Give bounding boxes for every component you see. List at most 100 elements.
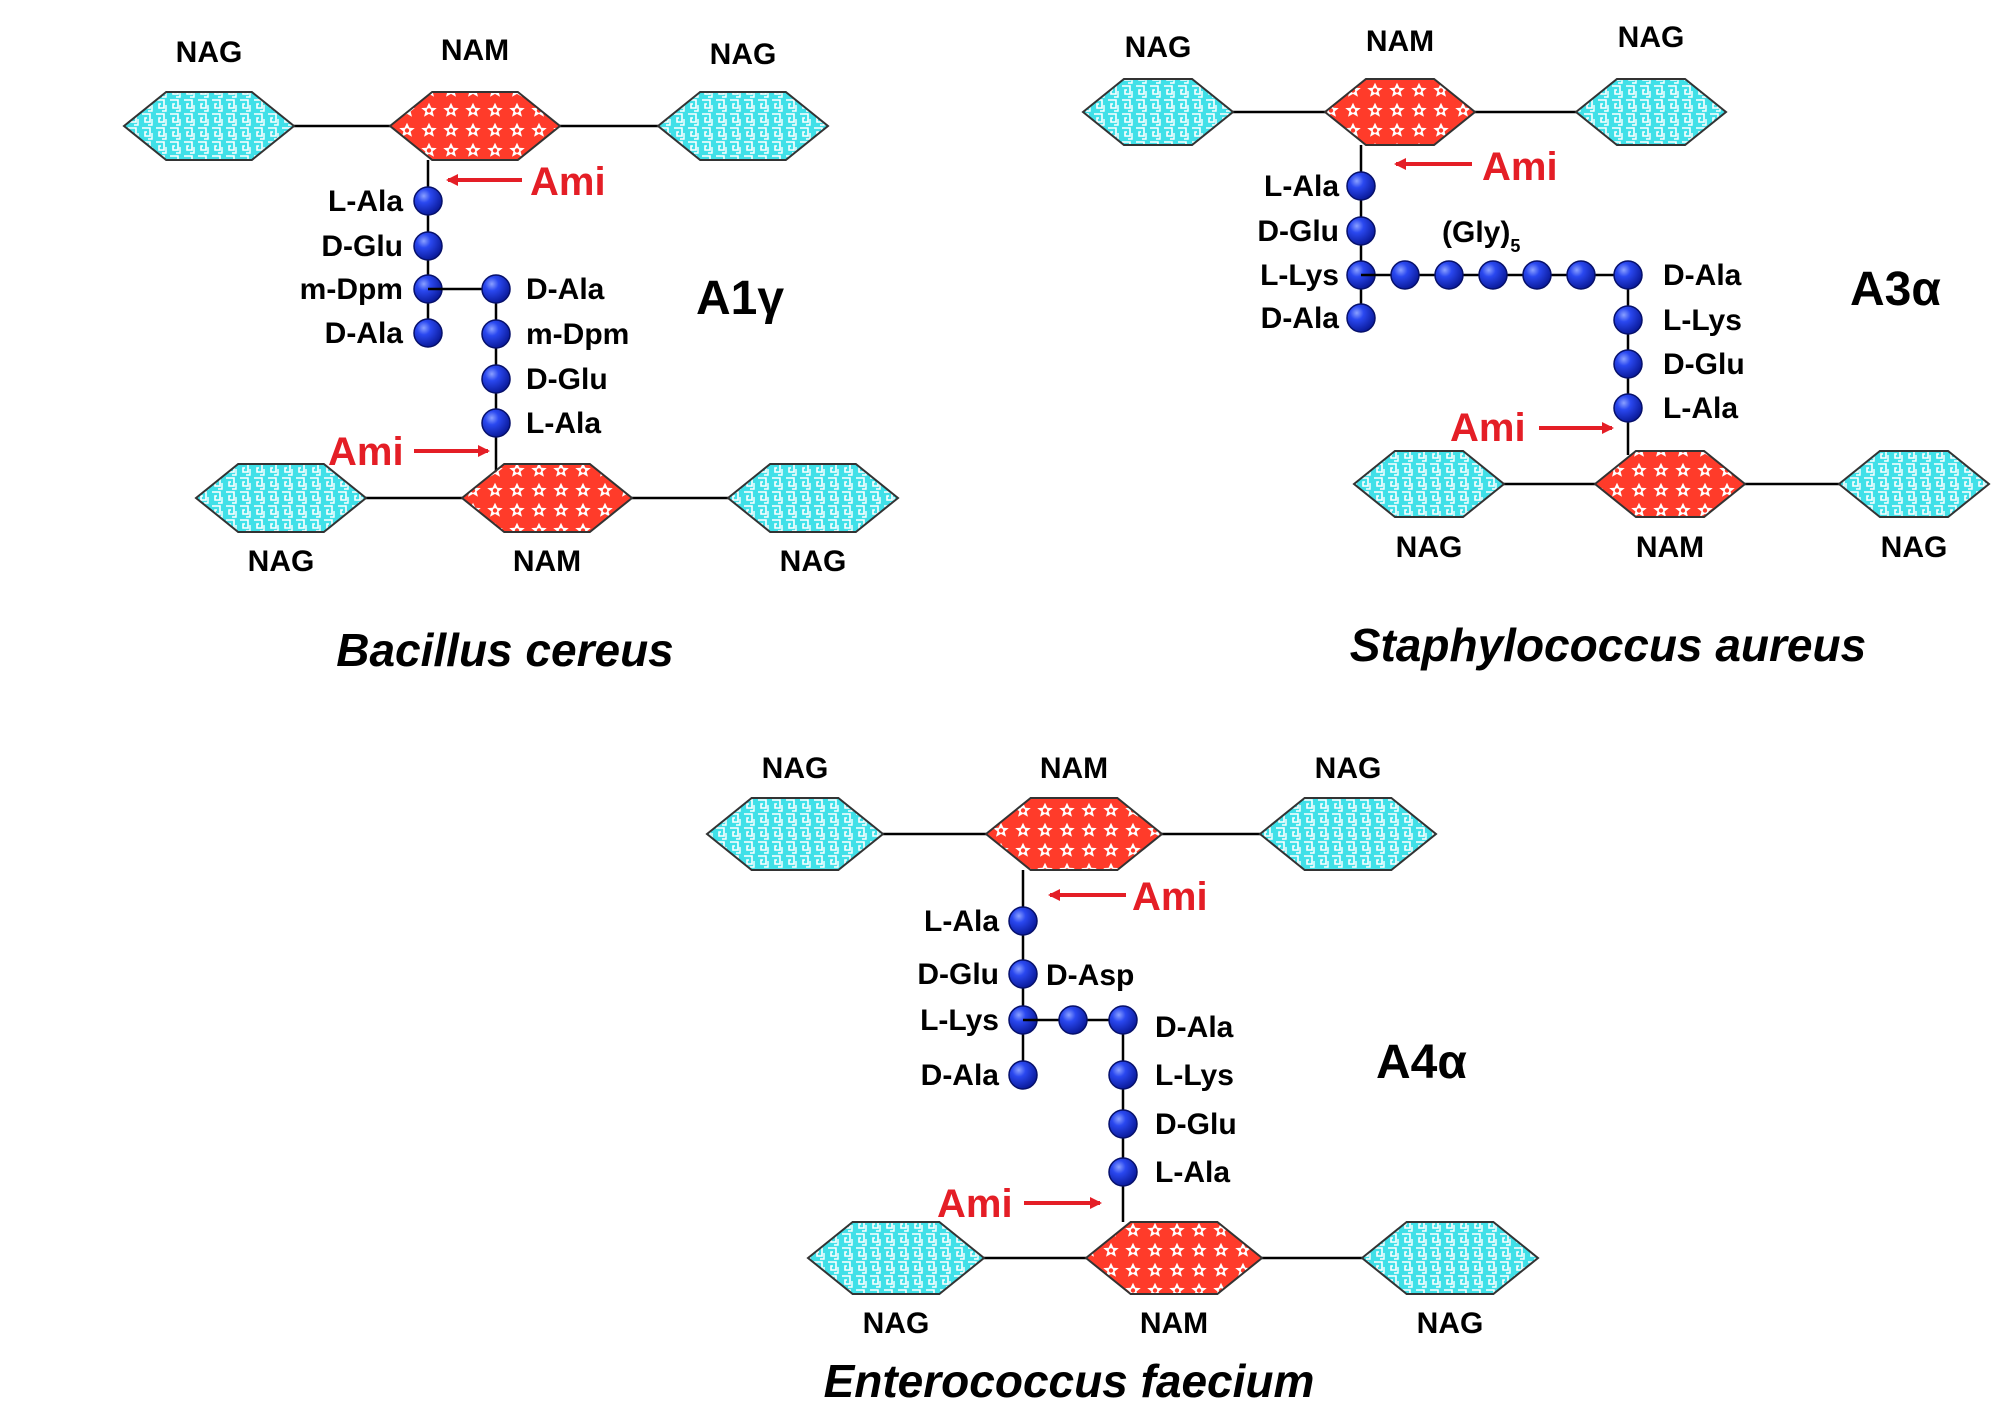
bottom-strand-nam-label: NAM bbox=[1140, 1307, 1208, 1340]
residue-label: D-Glu bbox=[1257, 215, 1339, 248]
bottom-strand-nag-hexagon bbox=[1360, 1221, 1540, 1295]
bottom-strand-nag-label: NAG bbox=[1417, 1307, 1484, 1340]
top-strand-nam-hexagon bbox=[984, 797, 1164, 871]
residue-bead bbox=[1613, 393, 1643, 423]
top-strand-nam-hexagon bbox=[1323, 78, 1477, 146]
species-label: Enterococcus faecium bbox=[824, 1355, 1315, 1407]
ami-label: Ami bbox=[1132, 875, 1208, 919]
bottom-strand-nag-hexagon bbox=[194, 463, 368, 533]
residue-label: L-Ala bbox=[1663, 392, 1738, 425]
residue-bead bbox=[481, 408, 511, 438]
glycine-bead bbox=[1434, 260, 1464, 290]
residue-bead bbox=[413, 186, 443, 216]
glycine-bead bbox=[1390, 260, 1420, 290]
residue-label: L-Ala bbox=[1264, 170, 1339, 203]
residue-bead bbox=[1108, 1157, 1138, 1187]
top-strand-nag-label: NAG bbox=[1315, 752, 1382, 785]
top-strand-nag-hexagon bbox=[656, 91, 830, 161]
ami-label: Ami bbox=[937, 1182, 1013, 1226]
dasp-bead bbox=[1058, 1005, 1088, 1035]
top-strand-nam-label: NAM bbox=[1366, 25, 1434, 58]
ami-label: Ami bbox=[328, 430, 404, 474]
residue-label: L-Lys bbox=[920, 1004, 999, 1037]
bottom-strand-nam-hexagon bbox=[1084, 1221, 1264, 1295]
species-label: Staphylococcus aureus bbox=[1350, 619, 1866, 671]
ami-label: Ami bbox=[1482, 145, 1558, 189]
residue-label: D-Glu bbox=[321, 230, 403, 263]
residue-bead bbox=[481, 319, 511, 349]
residue-label: D-Ala bbox=[1663, 259, 1742, 292]
residue-label: D-Ala bbox=[526, 273, 605, 306]
residue-label: D-Glu bbox=[1663, 348, 1745, 381]
bottom-strand-nag-label: NAG bbox=[780, 545, 847, 578]
peptidoglycan-type-label: A1γ bbox=[696, 272, 784, 325]
residue-bead bbox=[413, 318, 443, 348]
top-strand-nag-hexagon bbox=[122, 91, 296, 161]
bottom-strand-nam-hexagon bbox=[460, 463, 634, 533]
ami-label: Ami bbox=[530, 160, 606, 204]
bottom-strand-nam-label: NAM bbox=[513, 545, 581, 578]
residue-bead bbox=[1108, 1109, 1138, 1139]
residue-bead bbox=[1108, 1005, 1138, 1035]
residue-label: L-Lys bbox=[1663, 304, 1742, 337]
residue-bead bbox=[1008, 1060, 1038, 1090]
top-strand-nam-label: NAM bbox=[1040, 752, 1108, 785]
peptidoglycan-type-label: A3α bbox=[1850, 263, 1941, 316]
residue-bead bbox=[481, 274, 511, 304]
residue-label: L-Ala bbox=[924, 905, 999, 938]
residue-label: L-Ala bbox=[328, 185, 403, 218]
residue-label: D-Glu bbox=[917, 958, 999, 991]
bottom-strand-nag-hexagon bbox=[1837, 450, 1991, 518]
peptidoglycan-type-label: A4α bbox=[1376, 1036, 1467, 1089]
residue-bead bbox=[1613, 260, 1643, 290]
residue-bead bbox=[1346, 171, 1376, 201]
bottom-strand-nag-hexagon bbox=[1352, 450, 1506, 518]
residue-bead bbox=[481, 364, 511, 394]
residue-bead bbox=[1613, 349, 1643, 379]
bottom-strand-nag-hexagon bbox=[726, 463, 900, 533]
top-strand-nag-label: NAG bbox=[1125, 31, 1192, 64]
glycine-bead bbox=[1566, 260, 1596, 290]
bottom-strand-nam-label: NAM bbox=[1636, 531, 1704, 564]
residue-bead bbox=[1613, 305, 1643, 335]
top-strand-nag-hexagon bbox=[1258, 797, 1438, 871]
residue-label: L-Ala bbox=[1155, 1156, 1230, 1189]
bottom-strand-nag-hexagon bbox=[806, 1221, 986, 1295]
residue-bead bbox=[413, 231, 443, 261]
residue-label: m-Dpm bbox=[526, 318, 629, 351]
residue-label: D-Glu bbox=[1155, 1108, 1237, 1141]
top-strand-nag-hexagon bbox=[1574, 78, 1728, 146]
bottom-strand-nag-label: NAG bbox=[863, 1307, 930, 1340]
dasp-label: D-Asp bbox=[1046, 959, 1134, 992]
residue-label: D-Glu bbox=[526, 363, 608, 396]
residue-label: D-Ala bbox=[921, 1059, 1000, 1092]
residue-label: L-Ala bbox=[526, 407, 601, 440]
top-strand-nag-hexagon bbox=[1081, 78, 1235, 146]
residue-bead bbox=[1008, 959, 1038, 989]
species-label: Bacillus cereus bbox=[336, 624, 674, 676]
ami-label: Ami bbox=[1450, 406, 1526, 450]
top-strand-nam-hexagon bbox=[388, 91, 562, 161]
glycine-bead bbox=[1478, 260, 1508, 290]
residue-label: D-Ala bbox=[325, 317, 404, 350]
top-strand-nag-label: NAG bbox=[176, 36, 243, 69]
residue-bead bbox=[1008, 906, 1038, 936]
bottom-strand-nag-label: NAG bbox=[1396, 531, 1463, 564]
residue-bead bbox=[1346, 303, 1376, 333]
bottom-strand-nam-hexagon bbox=[1593, 450, 1747, 518]
residue-label: L-Lys bbox=[1155, 1059, 1234, 1092]
top-strand-nag-hexagon bbox=[705, 797, 885, 871]
top-strand-nam-label: NAM bbox=[441, 34, 509, 67]
residue-label: L-Lys bbox=[1260, 259, 1339, 292]
residue-bead bbox=[1108, 1060, 1138, 1090]
residue-label: D-Ala bbox=[1261, 302, 1340, 335]
top-strand-nag-label: NAG bbox=[762, 752, 829, 785]
top-strand-nag-label: NAG bbox=[1618, 21, 1685, 54]
bottom-strand-nag-label: NAG bbox=[248, 545, 315, 578]
bottom-strand-nag-label: NAG bbox=[1881, 531, 1948, 564]
residue-bead bbox=[1346, 216, 1376, 246]
top-strand-nag-label: NAG bbox=[710, 38, 777, 71]
pentaglycine-label: (Gly)5 bbox=[1442, 216, 1520, 256]
